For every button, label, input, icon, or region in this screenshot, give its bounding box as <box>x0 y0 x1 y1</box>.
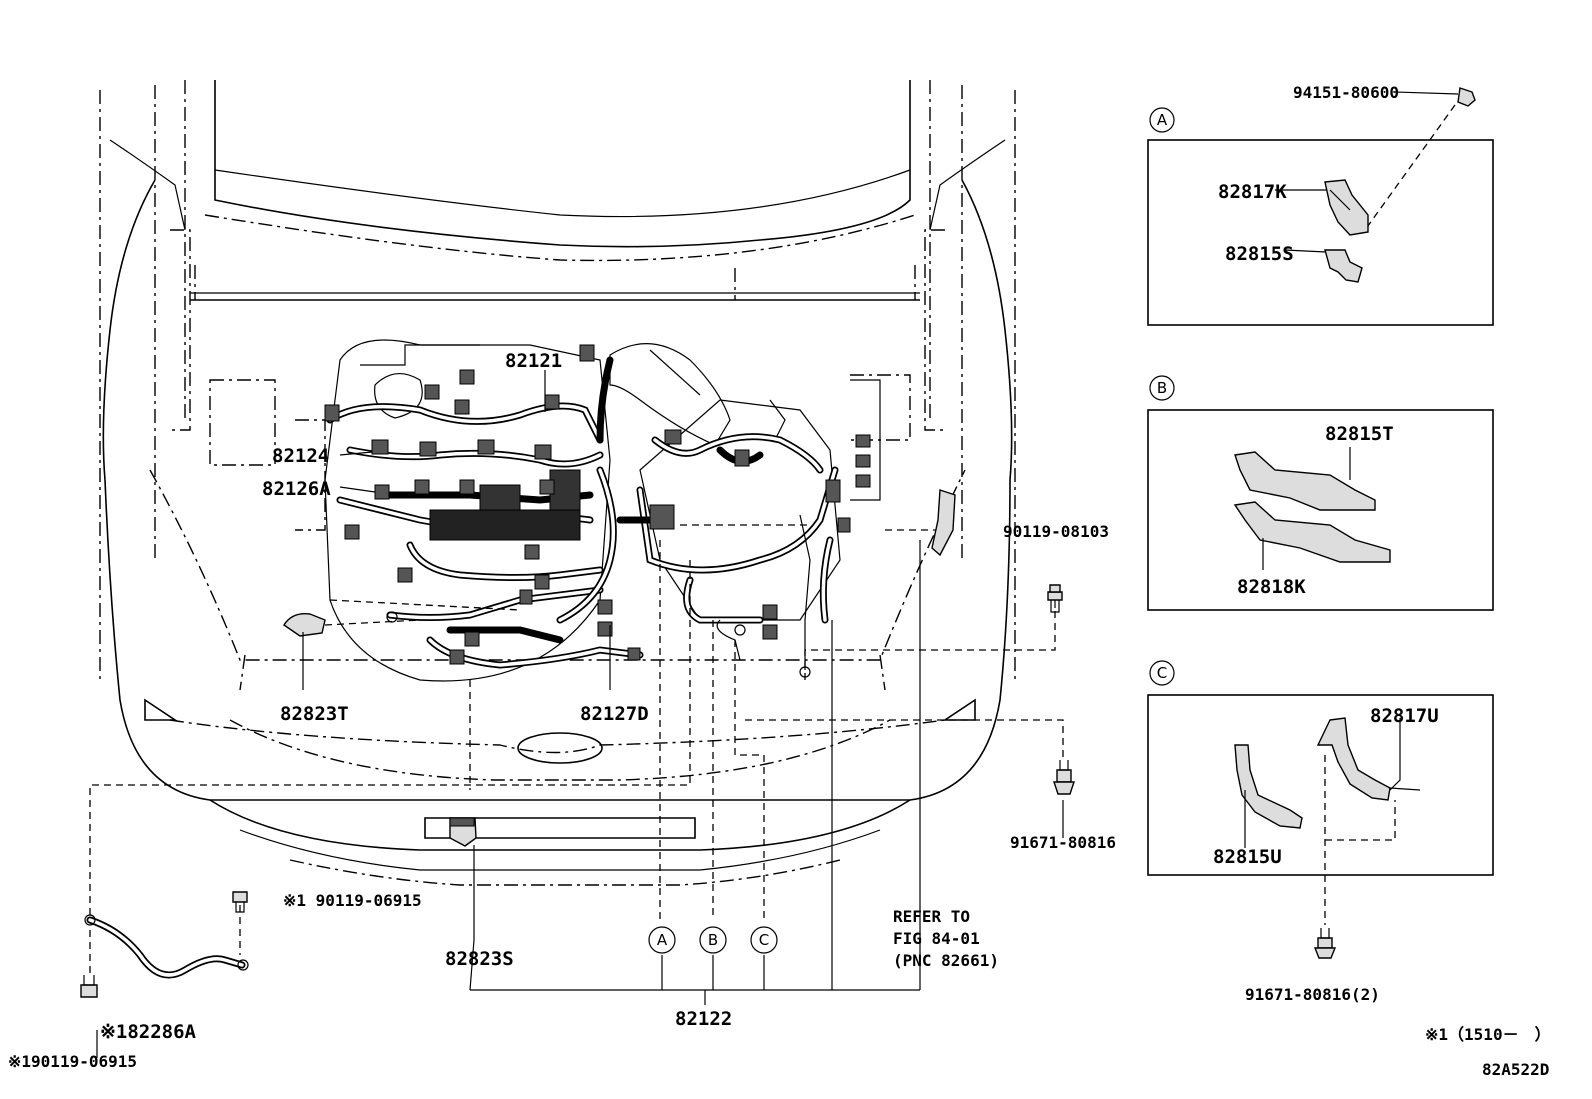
dashed-routing-lines <box>89 104 1456 955</box>
svg-text:A: A <box>657 931 668 949</box>
detail-box-a <box>1147 91 1494 326</box>
label-82286a: ※182286A <box>100 1021 197 1043</box>
callout-c-detail: C <box>1149 660 1175 686</box>
refer-note-line2: FIG 84-01 <box>893 929 980 948</box>
engine-wire-harness <box>324 344 644 669</box>
svg-text:B: B <box>1157 379 1167 397</box>
bolt-90119-08103 <box>1047 584 1063 613</box>
callout-a-detail: A <box>1149 107 1175 133</box>
label-82823t: 82823T <box>280 703 349 725</box>
callout-circles: A B C A B C <box>648 107 1175 954</box>
leader-lines <box>302 370 1064 1005</box>
label-82121: 82121 <box>505 350 562 372</box>
detail-box-b <box>1147 409 1494 611</box>
label-82127d: 82127D <box>580 703 649 725</box>
label-82122: 82122 <box>675 1008 732 1030</box>
callout-c-bottom: C <box>750 926 778 954</box>
bolt-90119-06915-bottom <box>80 975 98 998</box>
label-82817k: 82817K <box>1218 181 1287 203</box>
engine-room-main-harness <box>616 429 956 678</box>
label-82817u: 82817U <box>1370 705 1439 727</box>
label-91671-80816-2: 91671-80816(2) <box>1245 985 1380 1004</box>
nut-94151-80600 <box>1457 87 1476 107</box>
label-82815u: 82815U <box>1213 846 1282 868</box>
svg-text:C: C <box>1157 664 1167 682</box>
label-82815t: 82815T <box>1325 423 1394 445</box>
label-82818k: 82818K <box>1237 576 1306 598</box>
footnote: ※1（1510－ ） <box>1425 1025 1551 1044</box>
svg-text:B: B <box>708 931 718 949</box>
ground-strap-82286a <box>84 914 249 1058</box>
callout-b-bottom: B <box>699 926 727 954</box>
part-labels: 82121 82124 82126A 82823T 82127D 90119-0… <box>8 83 1551 1079</box>
label-90119-06915-bottom: ※190119-06915 <box>8 1052 137 1071</box>
engine-bay-components <box>324 339 881 682</box>
refer-note-line3: (PNC 82661) <box>893 951 999 970</box>
detail-box-c <box>1147 694 1494 876</box>
svg-text:A: A <box>1157 111 1168 129</box>
callout-b-detail: B <box>1149 375 1175 401</box>
fasteners <box>80 87 1476 998</box>
label-90119-06915-top: ※1 90119-06915 <box>283 891 422 910</box>
figure-code: 82A522D <box>1482 1060 1549 1079</box>
refer-note-line1: REFER TO <box>893 907 970 926</box>
sensor-parts <box>283 613 477 847</box>
svg-text:C: C <box>759 931 769 949</box>
callout-a-bottom: A <box>648 926 676 954</box>
vehicle-body-outline <box>99 80 1016 886</box>
bolt-90119-06915-top <box>232 891 248 913</box>
label-82823s: 82823S <box>445 948 514 970</box>
label-91671-80816: 91671-80816 <box>1010 833 1116 852</box>
label-82815s: 82815S <box>1225 243 1294 265</box>
label-90119-08103: 90119-08103 <box>1003 522 1109 541</box>
bolt-91671-80816 <box>1053 760 1075 795</box>
bolt-91671-80816-2 <box>1313 928 1337 959</box>
label-82126a: 82126A <box>262 478 331 500</box>
label-94151-80600: 94151-80600 <box>1293 83 1399 102</box>
label-82124: 82124 <box>272 445 329 467</box>
